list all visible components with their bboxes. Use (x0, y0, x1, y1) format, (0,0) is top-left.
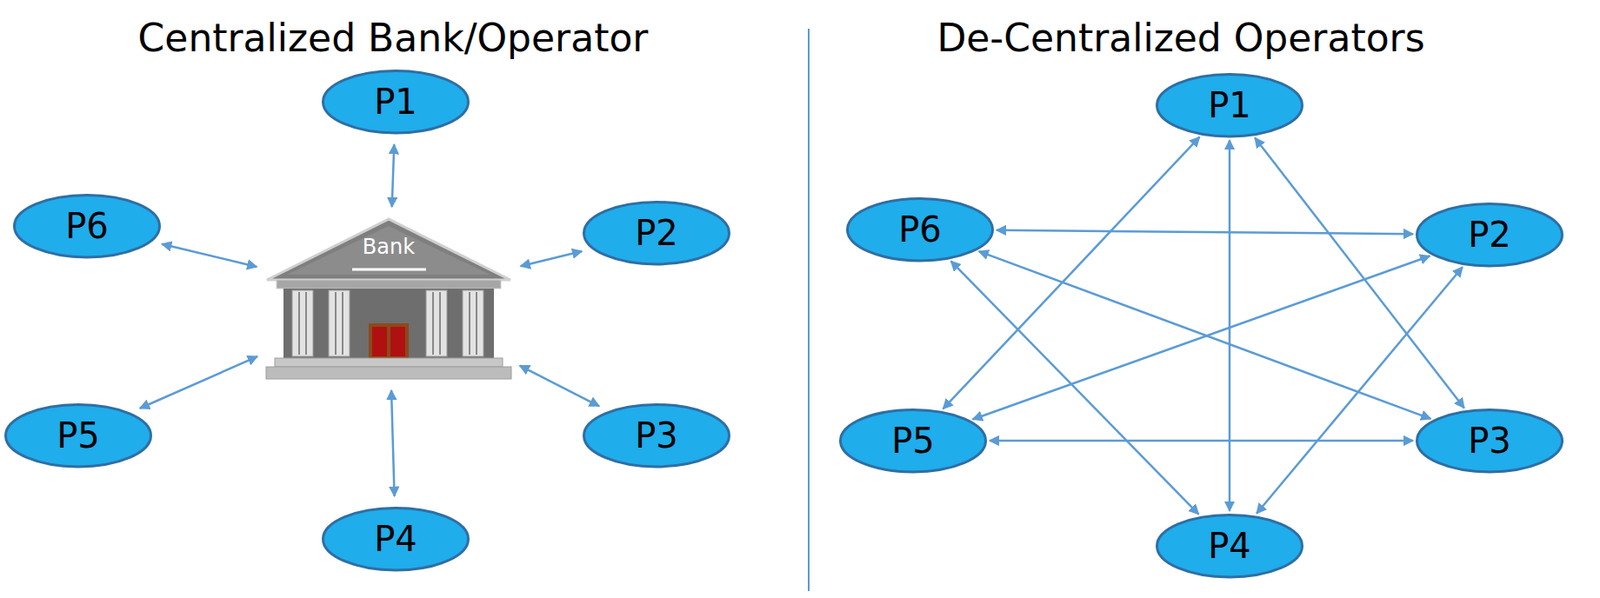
connector-arrow (1228, 140, 1232, 512)
connector-arrow (520, 251, 583, 267)
ellipse-shape (323, 507, 469, 570)
participant-ellipse: P5 (839, 408, 987, 474)
participant-label: P6 (898, 209, 942, 250)
ellipse-shape (584, 201, 730, 264)
participant-ellipse: P4 (1155, 513, 1304, 579)
participant-ellipse: P1 (321, 69, 470, 134)
participant-ellipse: P6 (13, 193, 161, 259)
divider-line (807, 28, 810, 592)
bank-building (266, 219, 512, 380)
participant-label: P3 (1467, 420, 1512, 461)
participant-ellipse: P3 (582, 403, 731, 468)
connector-arrow (140, 356, 258, 409)
connector-arrow (391, 390, 395, 497)
participant-label: P5 (891, 420, 935, 461)
participant-ellipse: P2 (582, 200, 731, 266)
connector-arrow (520, 366, 600, 407)
ellipse-shape (1157, 514, 1303, 577)
participant-label: P2 (1467, 214, 1512, 255)
connector-arrow (996, 230, 1414, 234)
ellipse-shape (6, 404, 152, 467)
connector-arrow (1254, 138, 1465, 409)
section-title: De-Centralized Operators (936, 15, 1425, 60)
connector-arrow (989, 440, 1414, 443)
participant-label: P1 (1207, 85, 1252, 126)
participant-ellipse: P1 (1155, 73, 1304, 138)
participant-label: P6 (65, 206, 109, 247)
ellipse-shape (323, 70, 469, 133)
connector-arrow (973, 256, 1431, 420)
participant-label: P1 (373, 81, 418, 122)
connector-arrow (942, 137, 1200, 410)
participant-label: P5 (56, 415, 100, 456)
section-title: Centralized Bank/Operator (138, 15, 649, 60)
ellipse-shape (1157, 73, 1303, 136)
connector-arrow (392, 144, 395, 207)
ellipse-shape (847, 198, 994, 260)
participant-ellipse: P3 (1415, 408, 1564, 474)
participant-ellipse: P4 (321, 506, 470, 572)
participant-label: P4 (1207, 526, 1252, 567)
participant-ellipse: P2 (1415, 202, 1564, 267)
participant-ellipse: P6 (846, 197, 994, 262)
ellipse-shape (1417, 203, 1563, 266)
participant-label: P4 (373, 519, 418, 560)
connector-arrow (951, 260, 1200, 514)
ellipse-shape (14, 194, 160, 257)
ellipse-shape (584, 404, 730, 467)
participant-ellipse: P5 (4, 403, 153, 468)
ellipse-shape (840, 409, 987, 472)
participant-label: P2 (634, 213, 679, 254)
connector-arrow (1256, 266, 1463, 514)
bank-building-node: Bank (266, 217, 511, 380)
participant-label: P3 (634, 415, 679, 456)
bank-label: Bank (362, 234, 415, 260)
ellipse-shape (1417, 409, 1563, 472)
connector-arrow (161, 244, 257, 267)
